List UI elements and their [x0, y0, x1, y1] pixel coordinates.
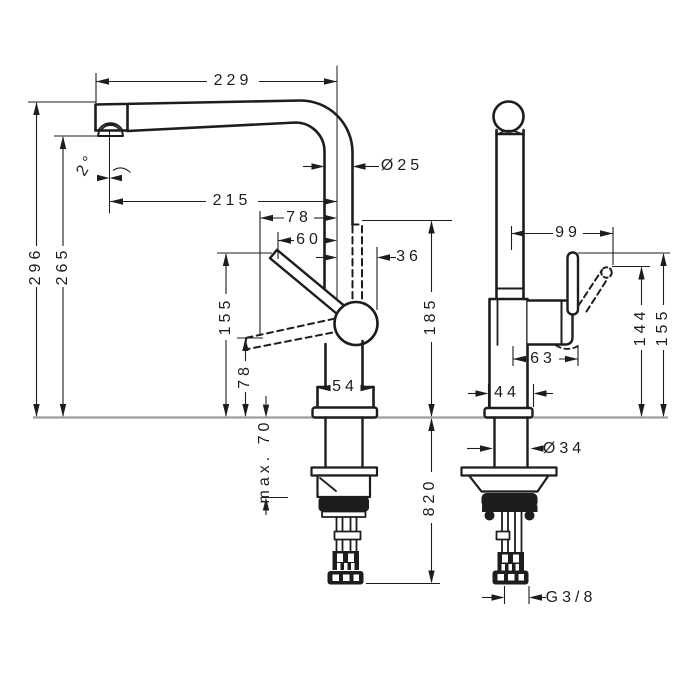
mounting-shank: [324, 416, 364, 469]
dim-label-185: 185: [422, 296, 439, 336]
spout-end-circle: [492, 100, 525, 133]
mounting-shank: [493, 416, 529, 469]
dim-label-296: 296: [27, 246, 44, 286]
dimension-arrows: [33, 78, 667, 601]
dim-label-63: 63: [530, 350, 556, 367]
dim-label-78-top: 78: [286, 209, 312, 226]
body-column: [488, 297, 529, 410]
mount-cone: [467, 474, 550, 493]
washer-band: [321, 510, 367, 518]
mount-plate: [310, 466, 379, 477]
supply-end-fitting: [492, 570, 529, 585]
lock-nut: [318, 497, 369, 512]
body-column: [316, 339, 375, 409]
mount-plate: [460, 466, 558, 477]
dim-label-78-left: 78: [236, 363, 253, 389]
mount-bracket: [482, 505, 538, 521]
dim-label-265: 265: [54, 246, 71, 286]
base-plate: [311, 406, 379, 419]
handle-swing-arc: [555, 343, 582, 350]
handle-dashed: [577, 266, 613, 313]
hose-clip: [495, 530, 511, 541]
cartridge-housing: [526, 299, 574, 346]
dim-label-dia34: Ø34: [542, 440, 586, 457]
dim-label-g38: G3/8: [545, 589, 597, 606]
spout-outline: [94, 99, 354, 226]
handle-bar: [566, 251, 580, 316]
hose-end-fitting: [327, 571, 364, 585]
aerator-dome: [97, 122, 124, 132]
dim-label-99: 99: [555, 224, 581, 241]
ball-dashed-arc: [369, 309, 379, 341]
dim-label-215: 215: [212, 192, 252, 209]
dim-label-144: 144: [632, 307, 649, 347]
mount-box: [316, 474, 372, 499]
hose-connector: [497, 552, 524, 571]
dim-label-max70: max. 70: [256, 418, 273, 504]
dim-label-dia25: Ø25: [380, 157, 424, 174]
dim-label-54: 54: [332, 378, 358, 395]
left-view-faucet: [94, 65, 379, 585]
dim-label-60: 60: [296, 231, 322, 248]
spout-inner: [126, 103, 326, 304]
dim-label-36: 36: [396, 248, 422, 265]
dim-label-820: 820: [421, 477, 438, 517]
base-flange: [483, 406, 534, 419]
seal-band: [481, 493, 538, 508]
hose-connector: [332, 551, 359, 570]
riser-cap-arc: [497, 129, 523, 135]
hose-dashed: [351, 223, 363, 304]
dim-label-155-right: 155: [654, 307, 671, 347]
hose-clip: [333, 530, 362, 541]
angle-leader-arc: [112, 167, 131, 173]
dim-label-44: 44: [494, 384, 520, 401]
aerator-outlet: [97, 129, 124, 137]
dim-label-229: 229: [213, 72, 253, 89]
mount-box-mark: [319, 477, 337, 492]
right-view-faucet: [460, 100, 613, 585]
riser-pipe: [495, 128, 525, 301]
dim-label-155-left: 155: [217, 296, 234, 336]
